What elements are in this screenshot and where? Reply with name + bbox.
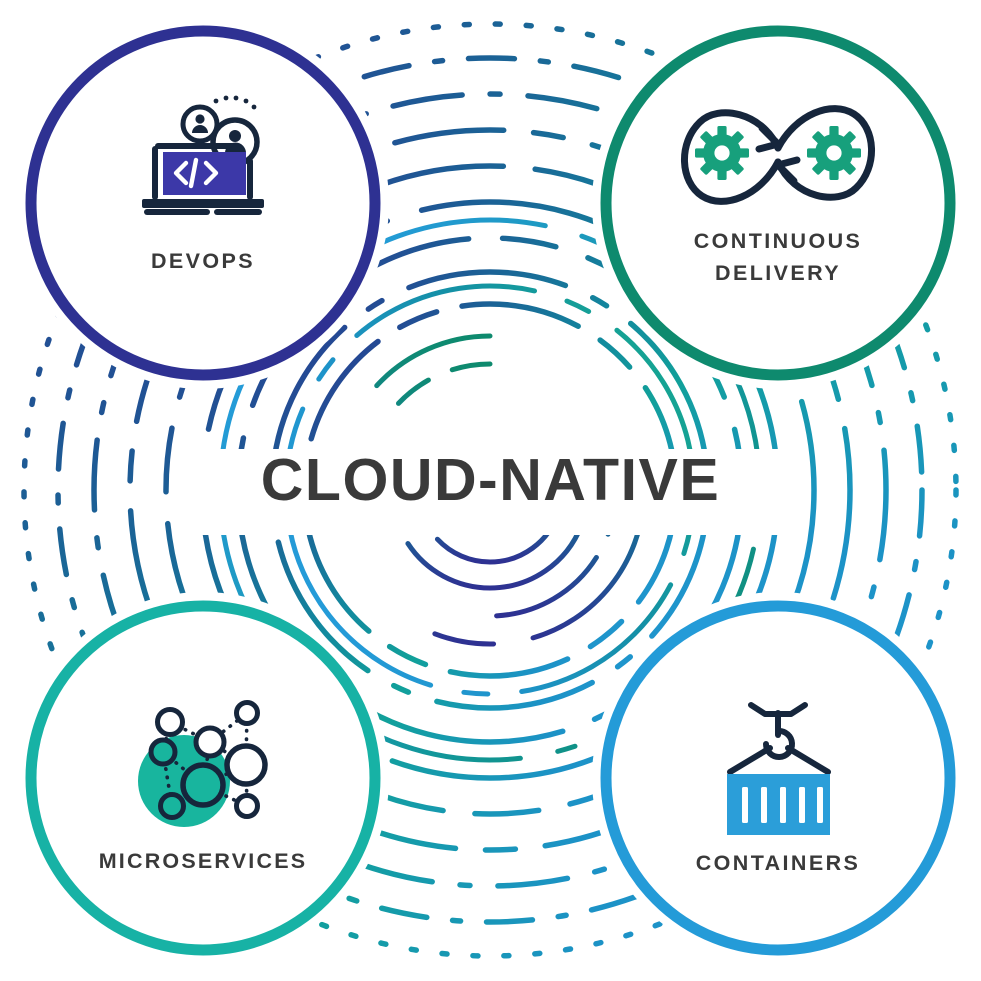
microservices-label: MICROSERVICES [99, 849, 308, 873]
laptop-code-people-icon [142, 95, 264, 215]
infinity-gears-icon [681, 105, 875, 205]
devops-label: DEVOPS [151, 249, 255, 273]
page-title: CLOUD-NATIVE [260, 447, 721, 513]
node-continuous-delivery[interactable]: CONTINUOUS DELIVERY [600, 25, 956, 381]
cd-circle-fill [606, 31, 950, 375]
network-nodes-icon [138, 700, 268, 827]
node-microservices[interactable]: MICROSERVICES [25, 600, 381, 956]
cd-circle-ring [600, 25, 956, 381]
microservices-circle-ring [25, 600, 381, 956]
shipping-container-crane-icon [727, 702, 831, 835]
node-containers[interactable]: CONTAINERS [600, 600, 956, 956]
cd-label-line1: CONTINUOUS [694, 229, 863, 253]
containers-label: CONTAINERS [696, 851, 861, 875]
cd-label-line2: DELIVERY [715, 261, 841, 285]
containers-circle-ring [600, 600, 956, 956]
devops-circle-ring [25, 25, 381, 381]
node-devops[interactable]: DEVOPS [25, 25, 381, 381]
